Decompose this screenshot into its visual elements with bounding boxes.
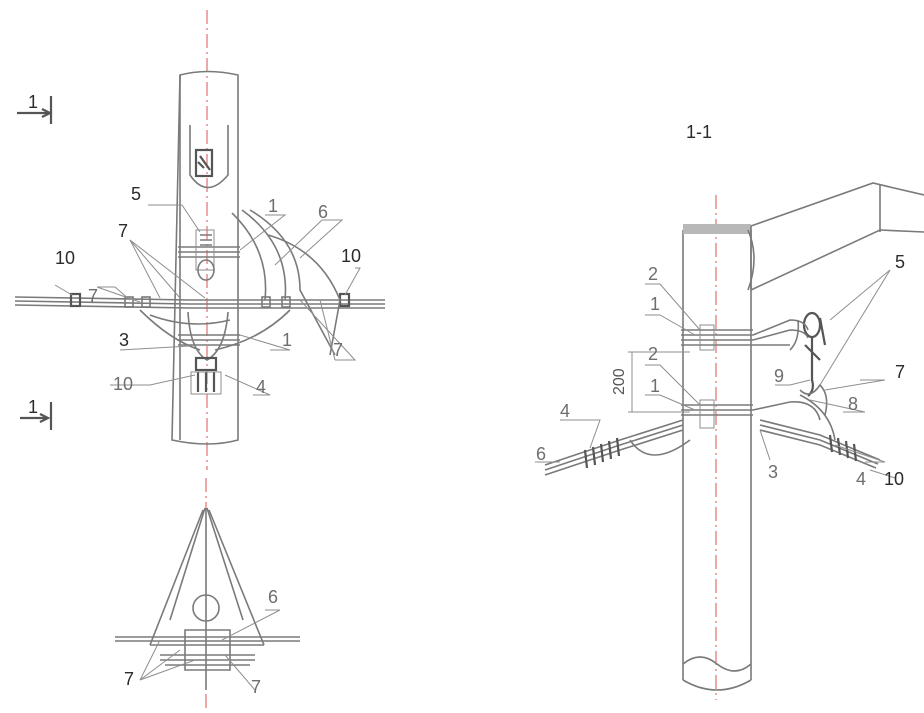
section-mark-bottom: 1 — [20, 397, 53, 430]
dimension-text: 200 — [611, 368, 628, 395]
section-upper-clamp — [681, 319, 809, 351]
front-label-10-right: 10 — [341, 246, 361, 266]
plan-label-6: 6 — [268, 587, 278, 607]
front-label-7-right: 7 — [333, 340, 343, 360]
bracket-icon — [194, 148, 214, 178]
section-label-4-left: 4 — [560, 401, 570, 421]
section-title: 1-1 — [686, 122, 712, 142]
section-label-6: 6 — [536, 444, 546, 464]
pole-top-hatch — [683, 224, 751, 234]
dimension-200: 200 — [611, 351, 690, 413]
section-label-9: 9 — [774, 366, 784, 386]
plan-label-7-right: 7 — [251, 677, 261, 697]
front-cables — [14, 209, 385, 356]
section-label-10: 10 — [884, 469, 904, 489]
section-cable-left — [544, 419, 691, 476]
section-label-8: 8 — [848, 394, 858, 414]
svg-text:1: 1 — [28, 92, 38, 112]
plan-view: 6 7 7 — [115, 507, 300, 697]
plan-label-7-left: 7 — [124, 669, 134, 689]
front-label-7-left: 7 — [88, 286, 98, 306]
front-upper-clamp — [178, 229, 240, 281]
section-label-4-right: 4 — [856, 469, 866, 489]
front-label-6: 6 — [318, 202, 328, 222]
cable-clamp — [69, 292, 82, 308]
front-label-5: 5 — [131, 184, 141, 204]
section-label-1-top: 1 — [650, 294, 660, 314]
insulator-hook — [789, 311, 828, 416]
section-lower-clamp — [681, 399, 821, 429]
pole-section — [192, 594, 220, 622]
section-view: 1-1 — [535, 122, 924, 700]
front-label-1-lower: 1 — [282, 330, 292, 350]
front-leaders — [54, 204, 361, 396]
front-label-4: 4 — [256, 377, 266, 397]
section-label-1-lower: 1 — [650, 376, 660, 396]
section-label-2-lower: 2 — [648, 344, 658, 364]
front-label-7-top: 7 — [118, 221, 128, 241]
section-label-5: 5 — [895, 252, 905, 272]
lower-bolt — [194, 356, 218, 372]
svg-text:1: 1 — [28, 397, 38, 417]
front-label-10-bottom: 10 — [113, 374, 133, 394]
front-view: 5 1 6 7 10 10 7 3 1 7 10 4 1 1 — [14, 10, 385, 710]
front-lower-clamp — [178, 311, 240, 395]
front-label-10-left: 10 — [55, 248, 75, 268]
section-pole — [682, 230, 752, 680]
section-cable-right — [759, 394, 881, 469]
section-leaders — [535, 269, 896, 479]
front-label-1: 1 — [268, 196, 278, 216]
cross-arm — [750, 182, 924, 227]
section-label-2-top: 2 — [648, 264, 658, 284]
section-mark-top: 1 — [17, 92, 53, 124]
front-label-3: 3 — [119, 330, 129, 350]
section-label-3: 3 — [768, 462, 778, 482]
section-label-7: 7 — [895, 362, 905, 382]
